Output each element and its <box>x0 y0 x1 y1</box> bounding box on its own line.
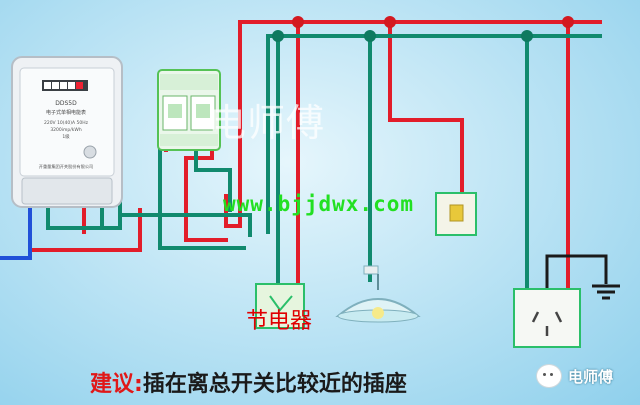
caption: 建议:插在离总开关比较近的插座 <box>90 366 407 398</box>
incoming-wire <box>0 205 32 260</box>
meter-line-3: 1级 <box>62 133 70 140</box>
caption-prefix: 建议: <box>90 372 143 397</box>
breaker-icon <box>157 69 221 151</box>
neutral-wires <box>46 34 602 292</box>
power-saver-box <box>255 283 305 329</box>
meter-line-1: 220V 10(40)A 50Hz <box>44 120 89 126</box>
power-saver-label: 节电器 <box>246 309 313 334</box>
socket-icon <box>513 288 581 348</box>
ground-wire <box>545 254 608 290</box>
wall-switch-icon <box>435 192 477 236</box>
ground-symbol-icon <box>592 284 620 300</box>
watermark-brand: 电师傅 <box>208 101 326 145</box>
watermark-badge: 电师傅 <box>536 364 613 388</box>
wechat-icon <box>536 364 562 388</box>
watermark-url: www.bjjdwx.com <box>223 192 415 216</box>
meter-title: 电子式单相电能表 <box>46 109 86 116</box>
energy-meter-icon <box>11 56 123 208</box>
pendant-lamp-icon <box>335 265 421 323</box>
meter-maker: 开重量集团开关股份有限公司 <box>39 163 93 170</box>
junction-dots <box>272 16 574 42</box>
caption-text: 插在离总开关比较近的插座 <box>142 372 407 397</box>
badge-text: 电师傅 <box>568 367 614 386</box>
meter-line-2: 3200imp/kWh <box>50 127 82 133</box>
meter-model: DDS5D <box>55 100 77 107</box>
